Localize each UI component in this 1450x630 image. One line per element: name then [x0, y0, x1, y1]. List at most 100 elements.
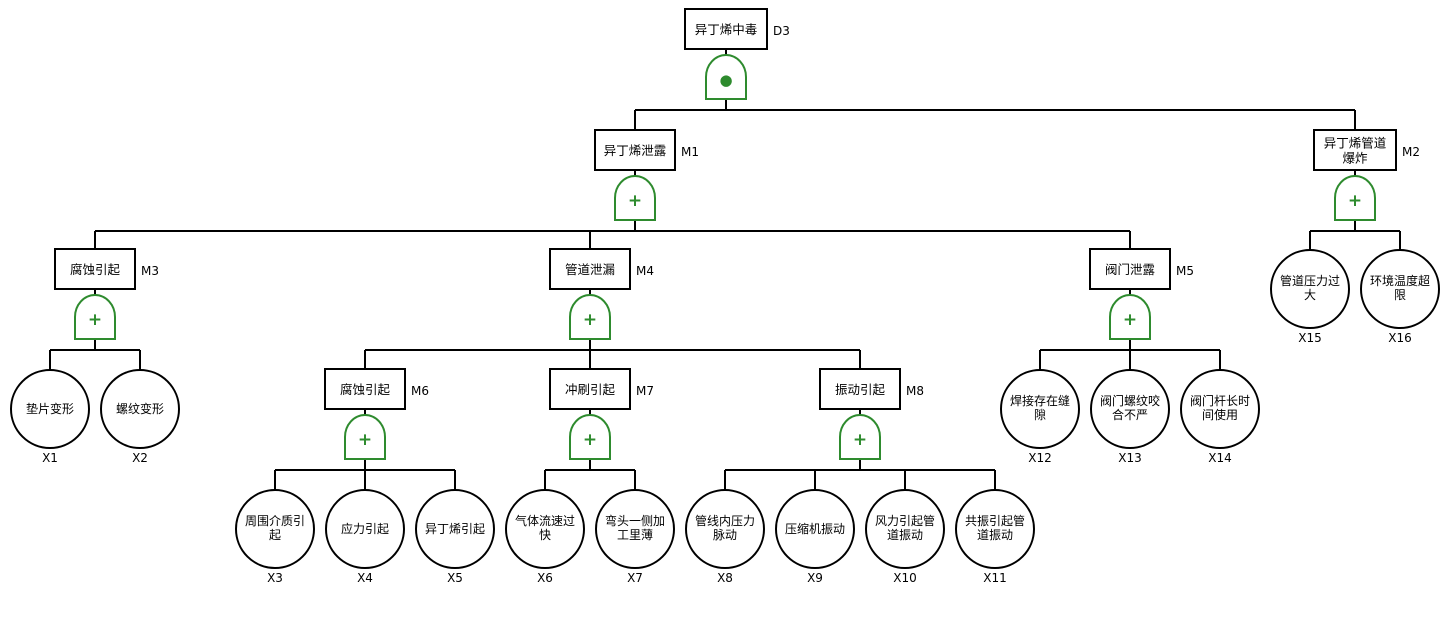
gate-shape: [705, 54, 747, 100]
basic-event-X1: 垫片变形 X1: [10, 369, 90, 465]
and-gate-icon: ●: [719, 71, 732, 89]
basic-event-label: 环境温度超: [1370, 273, 1430, 288]
gate-or-M5: +: [1039, 289, 1221, 370]
event-label: 异丁烯管道: [1324, 136, 1387, 151]
basic-event-label: 快: [539, 528, 551, 542]
basic-event-id: X1: [42, 451, 58, 465]
or-gate-icon: +: [88, 310, 102, 330]
basic-event-label: 工里薄: [617, 527, 653, 542]
or-gate-icon: +: [1123, 310, 1137, 330]
basic-event-label: 周围介质引: [245, 514, 305, 528]
basic-event-id: X10: [893, 571, 917, 585]
basic-event-X4: 应力引起 X4: [325, 489, 405, 585]
basic-event-label: 气体流速过: [515, 513, 575, 528]
basic-event-label: 道振动: [977, 528, 1013, 542]
event-id: M2: [1402, 145, 1420, 159]
basic-event-id: X14: [1208, 451, 1232, 465]
gate-shape: [74, 294, 116, 340]
or-gate-icon: +: [583, 310, 597, 330]
basic-event-label: 阀门螺纹咬: [1100, 393, 1160, 408]
event-box-M3: 腐蚀引起 M3: [54, 248, 159, 290]
basic-event-label: 压缩机振动: [785, 521, 845, 536]
event-label: 阀门泄露: [1105, 262, 1156, 277]
basic-event-label: 间使用: [1202, 407, 1238, 422]
gate-or-M1: +: [94, 170, 1131, 249]
or-gate-icon: +: [583, 430, 597, 450]
basic-event-id: X12: [1028, 451, 1052, 465]
event-id: M5: [1176, 264, 1194, 278]
event-id: M1: [681, 145, 699, 159]
gate-or-M3: +: [49, 289, 141, 370]
basic-event-label: 共振引起管: [965, 513, 1025, 528]
basic-event-label: 阀门杆长时: [1190, 393, 1250, 408]
gate-or-M2: +: [1309, 170, 1401, 250]
gate-shape: [569, 294, 611, 340]
gate-shape: [614, 175, 656, 221]
basic-event-id: X16: [1388, 331, 1412, 345]
or-gate-icon: +: [853, 430, 867, 450]
gate-shape: [1109, 294, 1151, 340]
event-label: 腐蚀引起: [340, 382, 391, 397]
gate-or-M7: +: [544, 409, 636, 490]
basic-event-label: 风力引起管: [875, 513, 935, 528]
event-label: 冲刷引起: [565, 382, 616, 397]
basic-event-id: X13: [1118, 451, 1142, 465]
basic-event-X2: 螺纹变形 X2: [100, 369, 180, 465]
gate-or-M6: +: [274, 409, 456, 490]
basic-event-label: 限: [1394, 288, 1406, 302]
basic-event-label: 应力引起: [341, 521, 389, 536]
basic-event-label: 管道压力过: [1280, 273, 1340, 288]
event-box-M5: 阀门泄露 M5: [1089, 248, 1194, 290]
event-box-D3: 异丁烯中毒 D3: [684, 8, 790, 50]
basic-event-label: 焊接存在缝: [1010, 393, 1070, 408]
basic-event-label: 螺纹变形: [116, 401, 164, 416]
or-gate-icon: +: [1348, 191, 1362, 211]
event-label: 腐蚀引起: [70, 262, 121, 277]
event-id: D3: [773, 24, 790, 38]
event-box-M7: 冲刷引起 M7: [549, 368, 654, 410]
basic-event-label: 合不严: [1112, 407, 1148, 422]
basic-event-id: X7: [627, 571, 643, 585]
basic-event-id: X15: [1298, 331, 1322, 345]
or-gate-icon: +: [628, 191, 642, 211]
basic-event-id: X6: [537, 571, 553, 585]
event-box-M1: 异丁烯泄露 M1: [594, 129, 699, 171]
gate-shape: [1334, 175, 1376, 221]
event-label: 异丁烯泄露: [604, 143, 667, 158]
basic-event-label: 脉动: [713, 527, 737, 542]
basic-event-label: 大: [1304, 288, 1316, 302]
basic-event-label: 道振动: [887, 528, 923, 542]
gate-shape: [839, 414, 881, 460]
gate-shape: [344, 414, 386, 460]
event-id: M3: [141, 264, 159, 278]
basic-event-label: 隙: [1034, 408, 1046, 422]
gate-shape: [569, 414, 611, 460]
basic-event-label: 异丁烯引起: [425, 522, 485, 536]
basic-event-id: X4: [357, 571, 373, 585]
event-label: 振动引起: [835, 382, 886, 397]
gate-or-M8: +: [724, 409, 996, 490]
event-label: 异丁烯中毒: [695, 22, 758, 37]
event-label: 爆炸: [1342, 151, 1368, 166]
gate-or-M4: +: [364, 289, 861, 369]
basic-event-label: 起: [269, 528, 281, 542]
basic-event-id: X9: [807, 571, 823, 585]
basic-event-label: 垫片变形: [26, 401, 74, 416]
event-id: M7: [636, 384, 654, 398]
basic-event-label: 弯头一侧加: [605, 513, 665, 528]
basic-event-id: X2: [132, 451, 148, 465]
